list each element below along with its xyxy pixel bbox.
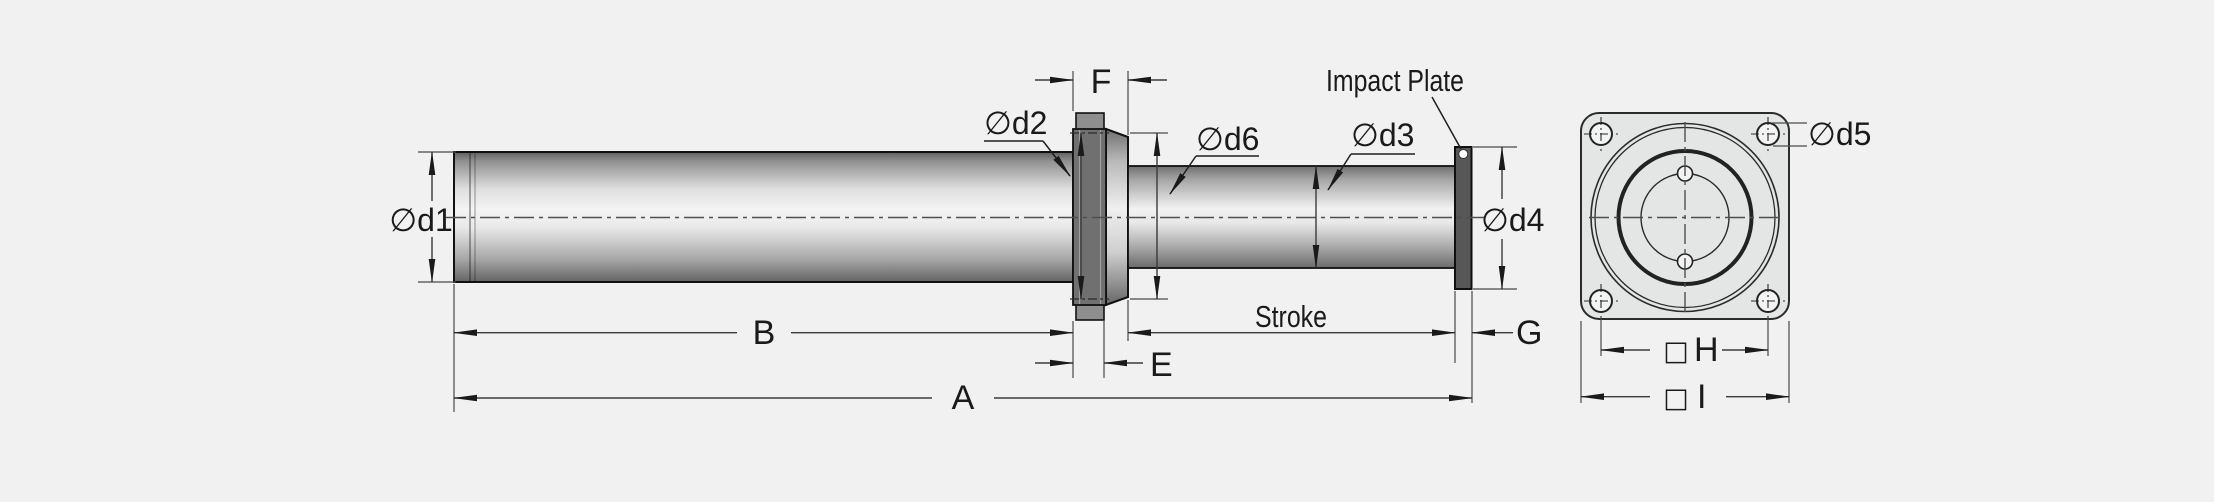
leader-d6 <box>1169 155 1259 195</box>
label-impact-plate: Impact Plate <box>1326 63 1464 98</box>
dimensions <box>418 71 1807 412</box>
mount-hole-crosshairs <box>1584 117 1785 318</box>
leader-d3 <box>1327 153 1415 191</box>
square-symbol-i: □ <box>1663 383 1689 414</box>
label-dia-d4: ∅d4 <box>1481 202 1544 238</box>
impact-plate-pin <box>1458 149 1469 159</box>
label-dim-f: F <box>1091 63 1112 101</box>
labels: ∅d1 ∅d2 ∅d6 ∅d3 ∅d4 ∅d5 F B A E G Stroke… <box>389 63 1871 417</box>
label-dim-i: I <box>1697 378 1706 416</box>
leader-impact-plate <box>1431 96 1462 150</box>
label-dim-a: A <box>952 379 975 417</box>
flange-tab-bottom <box>1075 303 1105 321</box>
label-dia-d2: ∅d2 <box>984 105 1047 141</box>
label-dia-d6: ∅d6 <box>1196 121 1259 157</box>
label-dia-d1: ∅d1 <box>389 202 452 238</box>
front-view <box>1580 112 1790 320</box>
label-dim-b: B <box>753 314 776 352</box>
label-dim-e: E <box>1150 346 1173 384</box>
leader-d2 <box>984 140 1071 177</box>
label-dim-g: G <box>1516 314 1542 352</box>
side-view <box>446 112 1484 321</box>
label-stroke: Stroke <box>1255 299 1327 334</box>
flange-tab-top <box>1075 112 1105 131</box>
label-dia-d5: ∅d5 <box>1808 116 1871 152</box>
label-dim-h: H <box>1694 331 1719 369</box>
mounting-holes <box>1584 117 1785 318</box>
label-dia-d3: ∅d3 <box>1351 117 1414 153</box>
square-symbol-h: □ <box>1663 336 1689 367</box>
